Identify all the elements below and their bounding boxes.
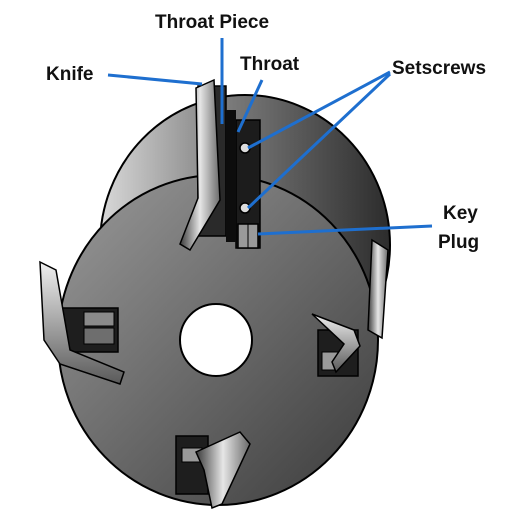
knife-right-back bbox=[367, 238, 389, 340]
top-slot bbox=[197, 85, 261, 249]
center-bore bbox=[179, 303, 253, 377]
leader-throat bbox=[236, 79, 264, 133]
knife-left bbox=[39, 260, 125, 385]
label-plug: Plug bbox=[438, 232, 480, 253]
throat-gap bbox=[226, 110, 236, 242]
right-slot bbox=[311, 238, 389, 377]
label-key: Key bbox=[443, 203, 478, 224]
leader-setscrew-upper bbox=[247, 70, 391, 150]
left-slot bbox=[39, 260, 125, 385]
label-throat: Throat bbox=[240, 54, 300, 75]
knife-right bbox=[311, 313, 361, 374]
knife-bottom bbox=[195, 431, 251, 510]
leader-lines bbox=[107, 38, 433, 236]
leader-knife bbox=[107, 73, 203, 86]
label-knife: Knife bbox=[46, 64, 94, 85]
leader-setscrew-lower bbox=[246, 72, 392, 210]
label-throat-piece: Throat Piece bbox=[155, 12, 270, 33]
knife-top bbox=[179, 78, 221, 252]
bottom-slot bbox=[175, 431, 251, 510]
leader-key-plug bbox=[257, 224, 433, 236]
label-setscrews: Setscrews bbox=[392, 58, 487, 79]
